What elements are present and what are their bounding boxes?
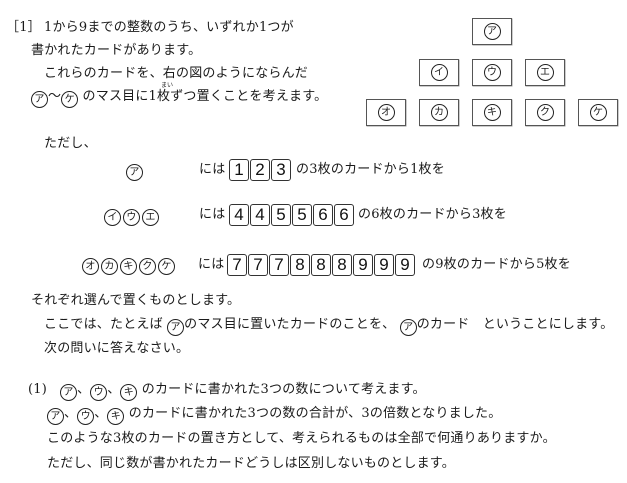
grid-cell-i: イ [419,59,459,86]
question-1-line-1-text: のカードに書かれた3つの数について考えます。 [141,382,426,397]
number-card: 8 [311,254,331,276]
intro-line-4: ア～ケ のマス目に1枚ずつ置くことを考えます。 [31,89,327,108]
circled-a-icon: ア [399,319,417,336]
circled-a-icon: ア [167,319,185,336]
separator: 、 [94,406,108,421]
intro-line-2: 書かれたカードがあります。 [31,43,202,58]
number-card: 7 [269,254,289,276]
after-line-2: ここでは、たとえば アのマス目に置いたカードのことを、 アのカード ということに… [44,317,613,336]
rule-2-niwa: には [199,207,226,222]
question-1-line-2: ア、ウ、キ のカードに書かれた3つの数の合計が、3の倍数となりました。 [47,406,501,425]
circled-ke-icon: ケ [61,91,79,108]
circled-ki-icon: キ [120,384,138,401]
circled-a-icon: ア [126,164,143,181]
number-card: 4 [229,204,249,226]
circled-ki-icon: キ [483,104,501,121]
after-line-3: 次の問いに答えなさい。 [44,341,190,356]
number-card: 9 [395,254,415,276]
circled-a-icon: ア [47,408,64,425]
circled-o-icon: オ [377,104,395,121]
rule-3-tail: の9枚のカードから5枚を [422,257,571,272]
after-line-2-c: のカード ということにします。 [416,317,614,332]
question-1-line-3: このような3枚のカードの置き方として、考えられるものは全部で何通りありますか。 [47,431,556,446]
separator: 、 [107,382,121,397]
rule-3-niwa: には [198,257,225,272]
grid-cell-a: ア [472,18,512,45]
circled-a-icon: ア [60,384,77,401]
circled-ke-icon: ケ [158,258,175,275]
circled-i-icon: イ [430,64,448,81]
number-card: 7 [227,254,247,276]
question-1-line-4: ただし、同じ数が書かれたカードどうしは区別しないものとします。 [47,456,455,471]
grid-cell-ka: カ [419,99,459,126]
circled-ku-icon: ク [139,258,156,275]
circled-e-icon: エ [142,209,159,226]
number-card: 4 [250,204,270,226]
number-card: 1 [229,159,249,181]
tilde: ～ [48,89,62,104]
circled-u-icon: ウ [483,64,501,81]
number-card: 2 [250,159,270,181]
question-1-line-2-text: のカードに書かれた3つの数の合計が、3の倍数となりました。 [128,406,502,421]
problem-number: ［1］ [6,20,41,35]
rule-1-tail: の3枚のカードから1枚を [296,162,445,177]
rule-2-cards: 4 4 5 5 6 6 [229,204,354,226]
circled-ke-icon: ケ [589,104,607,121]
grid-cell-u: ウ [472,59,512,86]
circled-ku-icon: ク [536,104,554,121]
question-1-number: (1) [28,382,48,397]
circled-u-icon: ウ [77,408,95,425]
circled-u-icon: ウ [90,384,108,401]
intro-line-3: これらのカードを、右の図のようにならんだ [44,66,309,81]
rule-2-labels: イウエ [104,207,159,226]
circled-o-icon: オ [82,258,99,275]
number-card: 5 [292,204,312,226]
rule-1-cards: 1 2 3 [229,159,291,181]
line4-text-b: ずつ置くことを考えます。 [170,89,328,104]
circled-i-icon: イ [104,209,121,226]
rule-1-niwa: には [199,162,226,177]
circled-a-icon: ア [483,23,501,40]
grid-cell-ku: ク [525,99,565,126]
circled-a-icon: ア [31,91,48,108]
after-line-2-a: ここでは、たとえば [44,317,163,332]
intro-line-1: 1から9までの整数のうち、いずれか1つが [44,20,294,35]
circled-u-icon: ウ [123,209,140,226]
circled-ki-icon: キ [107,408,125,425]
number-card: 6 [334,204,354,226]
rule-2-tail: の6枚のカードから3枚を [358,207,507,222]
circled-ki-icon: キ [120,258,137,275]
ruby-mai: まい [161,82,174,89]
number-card: 9 [353,254,373,276]
question-1-line-1: ア、ウ、キ のカードに書かれた3つの数について考えます。 [60,382,426,401]
rule-1-labels: ア [126,162,143,181]
separator: 、 [77,382,91,397]
rule-3-cards: 7 7 7 8 8 8 9 9 9 [227,254,415,276]
after-line-2-b: のマス目に置いたカードのことを、 [184,317,396,332]
circled-e-icon: エ [536,64,554,81]
tadashi-label: ただし、 [44,136,97,151]
separator: 、 [64,406,78,421]
number-card: 7 [248,254,268,276]
circled-ka-icon: カ [430,104,448,121]
number-card: 6 [313,204,333,226]
number-card: 3 [271,159,291,181]
rule-3-labels: オカキクケ [82,256,175,275]
grid-cell-ki: キ [472,99,512,126]
line4-kanji-mai: 枚 [157,89,171,104]
circled-ka-icon: カ [101,258,118,275]
number-card: 8 [290,254,310,276]
after-line-1: それぞれ選んで置くものとします。 [31,293,241,308]
number-card: 5 [271,204,291,226]
grid-cell-ke: ケ [578,99,618,126]
number-card: 8 [332,254,352,276]
number-card: 9 [374,254,394,276]
line4-text-a: のマス目に1 [82,89,158,104]
grid-cell-o: オ [366,99,406,126]
grid-cell-e: エ [525,59,565,86]
